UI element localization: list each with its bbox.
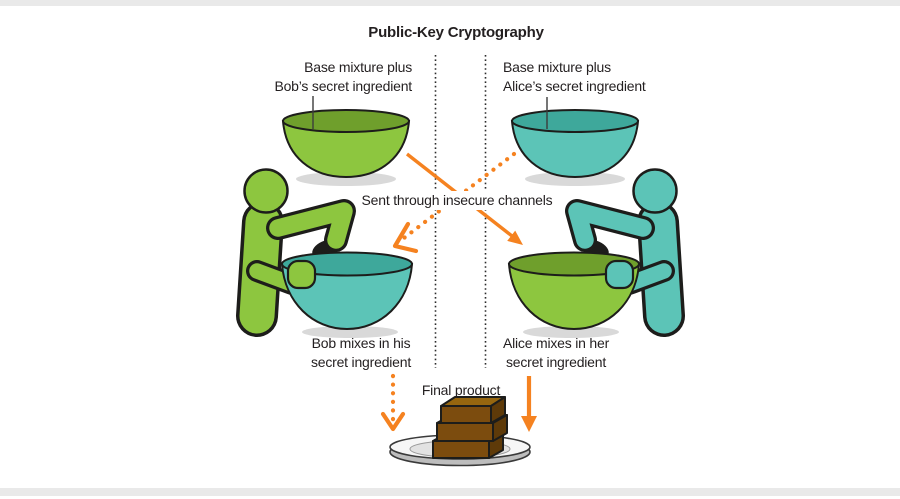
bob-hand <box>286 259 317 290</box>
diagram-title: Public-Key Cryptography <box>368 24 544 41</box>
insecure-channel-label: Sent through insecure channels <box>358 191 556 210</box>
alice-mixing-bowl-shadow <box>523 326 619 338</box>
bob-public-bowl-label: Base mixture plus Bob’s secret ingredien… <box>274 58 412 95</box>
top-border-bar <box>0 0 900 6</box>
final-arrow-solid <box>521 376 537 432</box>
bob-mix-label: Bob mixes in his secret ingredient <box>311 334 411 371</box>
alice-public-bowl-label-line1: Base mixture plus <box>503 59 611 75</box>
alice-figure <box>565 168 685 337</box>
alice-public-bowl <box>510 120 640 179</box>
bob-head <box>243 168 289 214</box>
bob-public-bowl <box>281 120 411 179</box>
alice-hand <box>604 259 635 290</box>
final-product-label: Final product <box>421 382 501 398</box>
final-arrow-dotted <box>380 373 406 432</box>
bob-mixing-bowl-shadow <box>302 326 398 338</box>
alice-public-bowl-rim <box>511 109 639 133</box>
alice-public-bowl-shadow <box>525 172 625 186</box>
bob-public-bowl-label-line2: Bob’s secret ingredient <box>274 77 412 94</box>
alice-mix-label-line1: Alice mixes in her <box>502 335 610 351</box>
bob-public-bowl-shadow <box>296 172 396 186</box>
brownie-top <box>440 396 506 424</box>
bob-mix-label-line1: Bob mixes in his <box>311 335 411 351</box>
bob-mix-label-line2: secret ingredient <box>310 353 412 370</box>
bob-public-bowl-rim <box>282 109 410 133</box>
bob-public-bowl-label-line1: Base mixture plus <box>304 59 412 75</box>
bob-column <box>236 109 414 338</box>
alice-mix-label: Alice mixes in her secret ingredient <box>503 334 609 371</box>
alice-column <box>507 109 685 338</box>
bottom-border-bar <box>0 488 900 496</box>
alice-public-bowl-label-line2: Alice’s secret ingredient <box>503 77 646 94</box>
alice-mix-label-line2: secret ingredient <box>505 353 607 370</box>
final-product-stack <box>432 396 508 459</box>
alice-head <box>632 168 678 214</box>
alice-public-bowl-label: Base mixture plus Alice’s secret ingredi… <box>503 58 646 95</box>
